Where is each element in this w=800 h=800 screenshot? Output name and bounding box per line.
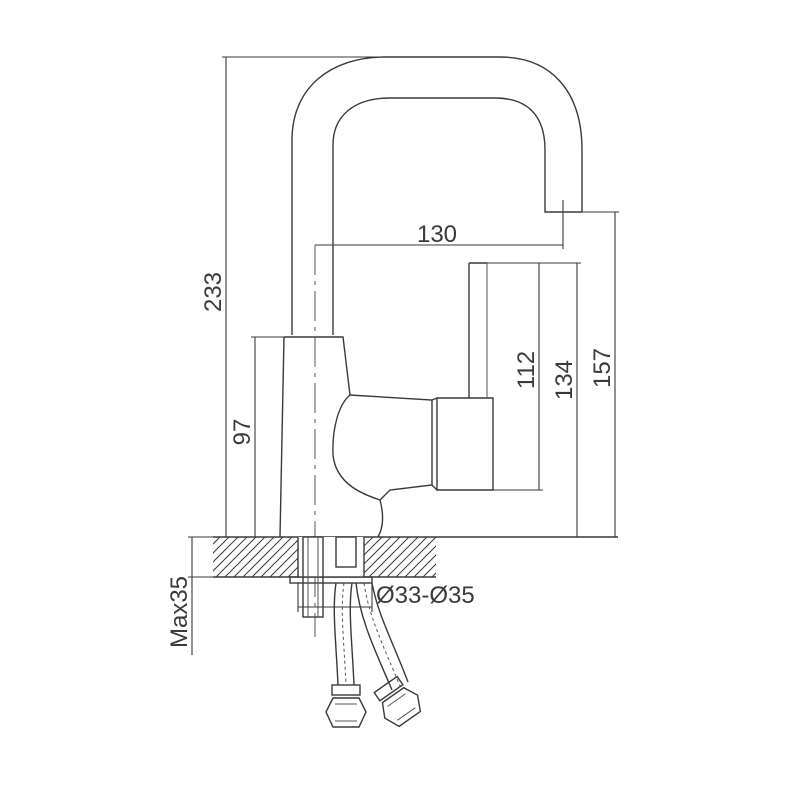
hatch-line [450, 537, 490, 577]
dimension-body-height: 97 [229, 336, 284, 537]
dimension-handle-134: 134 [539, 262, 581, 537]
spout-gooseneck [291, 56, 583, 335]
hatch-line [422, 563, 436, 577]
dimension-mount-diameter: Ø33-Ø35 [297, 582, 475, 612]
hatch-line [395, 537, 436, 577]
dimension-spout-reach: 130 [315, 200, 564, 249]
dimension-diameter-label: Ø33-Ø35 [376, 582, 475, 609]
lever-handle [349, 262, 494, 501]
hatch-line [359, 537, 401, 577]
countertop-section [213, 536, 618, 578]
hatch-line [404, 545, 436, 577]
dimension-233-label: 233 [200, 272, 227, 312]
hatch-line [251, 537, 293, 577]
faucet-body [279, 336, 384, 538]
hatch-line [215, 537, 257, 577]
hatch-line [260, 537, 302, 577]
hatch-line [368, 537, 410, 577]
hatch-line [386, 537, 428, 577]
dimension-handle-112: 112 [487, 262, 543, 491]
dimension-130-label: 130 [417, 221, 457, 248]
hatch-line [213, 537, 221, 545]
hatch-line [431, 572, 436, 577]
dimension-max-thickness: Max35 [166, 536, 213, 655]
dimension-total-height: 233 [200, 56, 385, 537]
hatch-line [224, 537, 266, 577]
dimension-112-label: 112 [513, 351, 540, 389]
hatch-line [377, 537, 419, 577]
dimension-max35-label: Max35 [166, 576, 193, 648]
dimension-spout-height: 157 [582, 211, 619, 537]
hatch-line [413, 554, 436, 577]
hatch-line [233, 537, 275, 577]
hatch-line [242, 537, 284, 577]
hatch-line [441, 537, 481, 577]
dimension-157-label: 157 [589, 348, 616, 388]
supply-hoses [325, 582, 422, 728]
dimension-134-label: 134 [551, 360, 578, 400]
hatch-line [213, 537, 248, 572]
hatch-line [213, 537, 230, 554]
hatch-line [459, 537, 499, 577]
hatch-line [468, 537, 508, 577]
hatch-line [213, 537, 239, 563]
hatch-line [477, 537, 517, 577]
dimension-97-label: 97 [229, 419, 256, 446]
mounting-hardware [289, 536, 373, 618]
